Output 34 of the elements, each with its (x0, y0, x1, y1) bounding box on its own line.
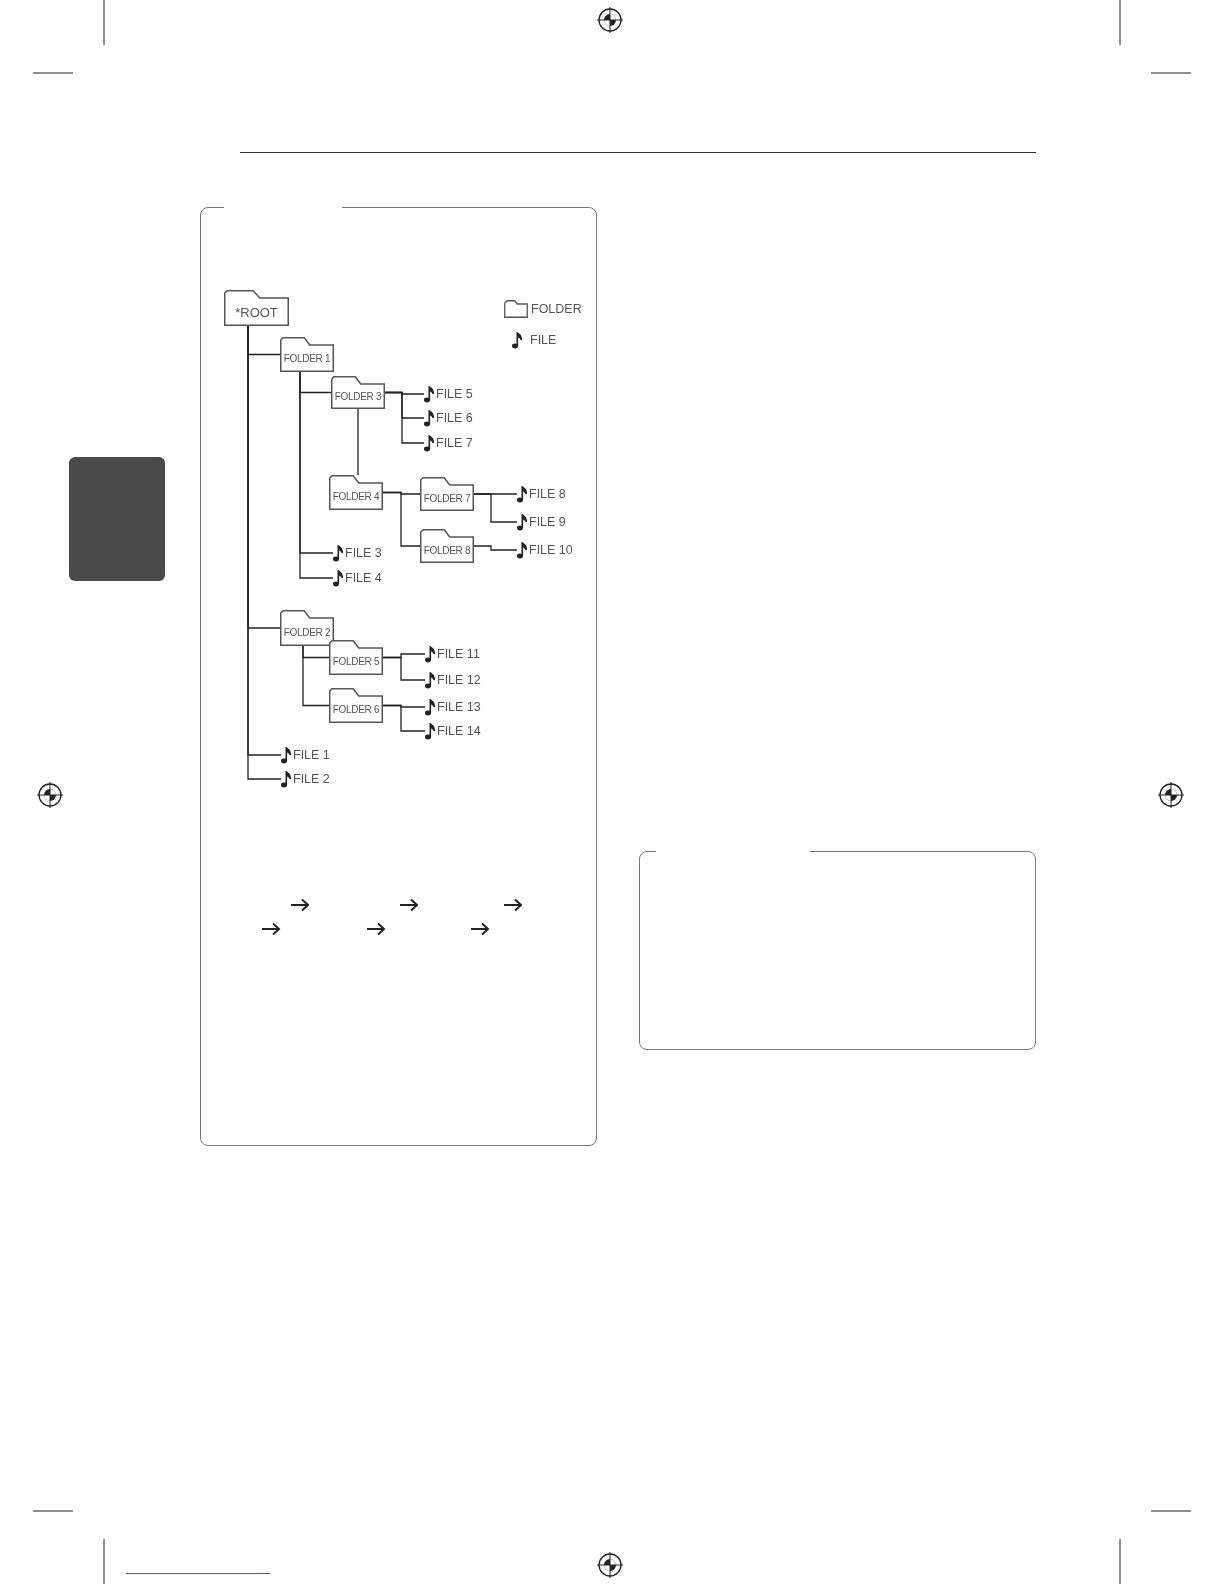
file-name: FILE 13 (437, 700, 481, 714)
chapter-tab (69, 457, 165, 581)
tree-line (357, 408, 359, 476)
folder-name: FOLDER 3 (334, 392, 382, 402)
file-name: FILE 10 (529, 543, 573, 557)
file-name: FILE 5 (436, 387, 473, 401)
legend-label: FOLDER (531, 302, 582, 316)
tree-line (382, 491, 421, 547)
tree-line (382, 656, 426, 681)
file-name: FILE 11 (437, 647, 480, 661)
legend-label: FILE (530, 334, 557, 347)
folder-name: FOLDER 5 (332, 657, 380, 667)
folder-name: *ROOT (235, 306, 278, 319)
tree-line (384, 391, 425, 444)
file-name: FILE 2 (293, 772, 330, 786)
folder-name: FOLDER 1 (283, 354, 331, 364)
file-name: FILE 9 (529, 515, 566, 529)
file-name: FILE 4 (345, 571, 382, 585)
folder-name: FOLDER 8 (423, 545, 471, 556)
tree-line (473, 545, 518, 551)
folder-name: FOLDER 4 (332, 492, 380, 502)
tree-line (302, 645, 330, 707)
file-name: FILE 7 (436, 436, 473, 450)
file-name: FILE 8 (529, 487, 566, 501)
tree-line (473, 493, 518, 523)
folder-name: FOLDER 6 (332, 705, 380, 715)
folder-name: FOLDER 7 (423, 493, 471, 504)
file-name: FILE 3 (345, 546, 382, 560)
file-name: FILE 14 (437, 724, 481, 738)
file-name: FILE 1 (293, 748, 330, 762)
file-name: FILE 12 (437, 673, 481, 687)
file-name: FILE 6 (436, 411, 473, 425)
folder-name: FOLDER 2 (283, 627, 331, 638)
tree-line (382, 704, 426, 732)
